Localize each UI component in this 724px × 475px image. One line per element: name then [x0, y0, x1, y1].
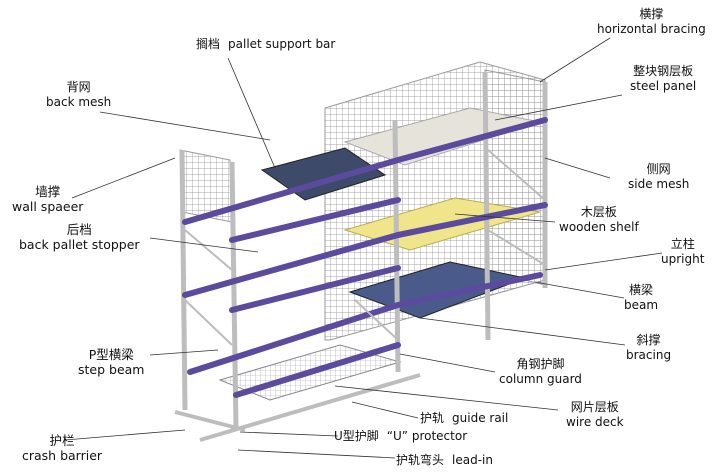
right-side-mesh [484, 69, 546, 286]
guide-rail-shape [174, 373, 421, 442]
bracing-lines [184, 149, 546, 346]
label-u-protector: U型护脚“U” protector [334, 429, 468, 443]
leader-lines [64, 37, 663, 459]
beams [182, 117, 548, 398]
